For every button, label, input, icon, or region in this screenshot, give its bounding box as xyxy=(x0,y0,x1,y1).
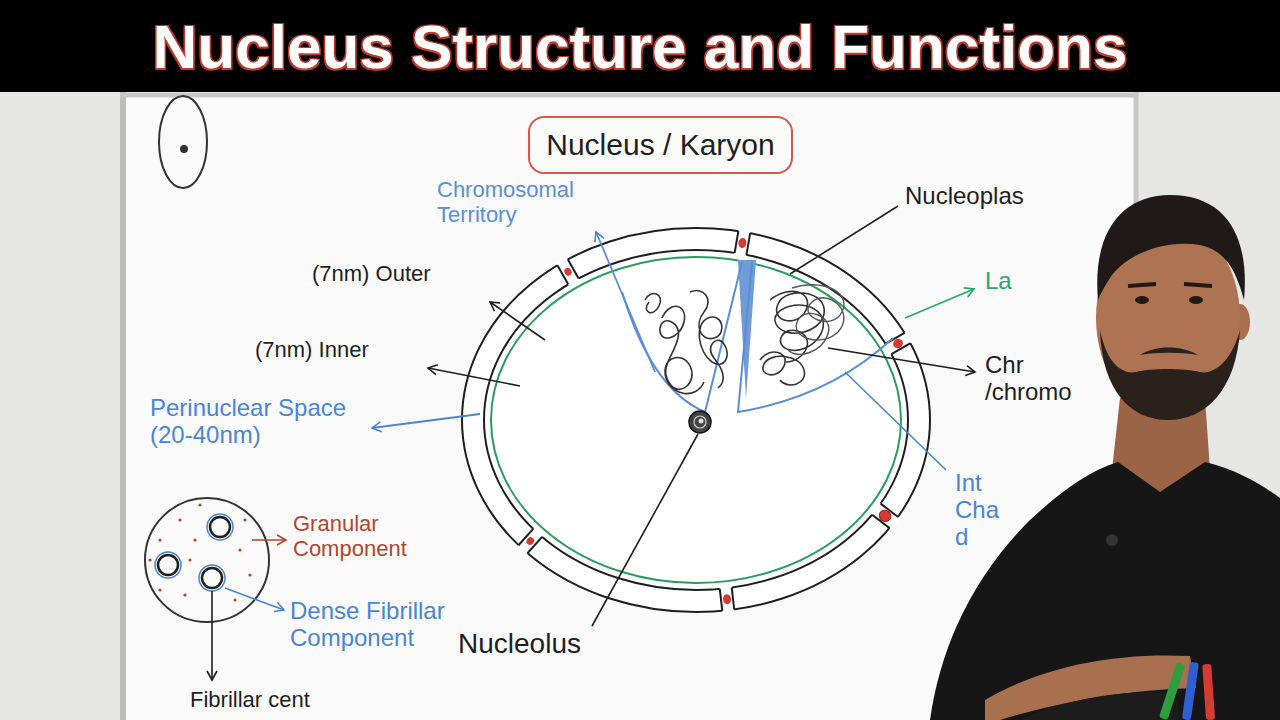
dense-fibrillar-ring xyxy=(199,565,225,591)
part-label: Dense Fibrillar Component xyxy=(290,598,460,652)
title-box: Nucleus / Karyon xyxy=(528,116,793,174)
leader-line xyxy=(596,232,655,372)
outer-membrane xyxy=(462,228,930,612)
leader-line xyxy=(372,414,480,428)
part-label: Chr /chromo xyxy=(985,352,1085,406)
leader-line xyxy=(905,289,974,318)
fibrillar-centre xyxy=(158,555,178,575)
leader-line xyxy=(845,372,946,470)
nuclear-lamina xyxy=(491,257,901,583)
leader-line xyxy=(211,591,213,680)
nuclear-pore xyxy=(556,257,580,287)
nucleolus-swirl xyxy=(694,416,706,428)
chromatin xyxy=(788,285,844,355)
dense-fibrillar-ring xyxy=(207,514,233,540)
part-label: (7nm) Outer xyxy=(312,262,431,287)
nuclear-pore xyxy=(719,585,734,614)
nuclear-pore xyxy=(870,502,901,530)
chromatin xyxy=(690,291,727,388)
part-label: (7nm) Inner xyxy=(255,338,369,363)
chromatin xyxy=(760,352,805,385)
cell-nucleus-dot xyxy=(180,145,188,153)
chromosome-territory xyxy=(738,262,893,412)
heading-text: Nucleus / Karyon xyxy=(546,128,774,162)
presenter xyxy=(930,195,1280,720)
banner-title: Nucleus Structure and Functions xyxy=(153,11,1128,82)
leader-line xyxy=(828,348,975,372)
part-label: Nucleolus xyxy=(458,628,581,659)
leader-line xyxy=(428,368,520,386)
cell-sketch xyxy=(159,96,207,188)
part-label: Perinuclear Space (20-40nm) xyxy=(150,395,365,449)
part-label: Granular Component xyxy=(293,512,443,561)
granules xyxy=(148,503,251,601)
part-label: Nucleoplas xyxy=(905,183,1024,210)
fibrillar-centre xyxy=(210,517,230,537)
leader-line xyxy=(790,206,898,274)
nucleolus xyxy=(689,411,711,433)
board-frame xyxy=(120,92,126,720)
inner-membrane xyxy=(484,250,908,590)
nuclear-pore xyxy=(516,527,544,556)
leader-line xyxy=(252,539,286,541)
dense-fibrillar-ring xyxy=(155,552,181,578)
part-label: La xyxy=(985,268,1012,295)
fibrillar-centre xyxy=(202,568,222,588)
part-label: Int Cha d xyxy=(955,470,1007,551)
board-frame xyxy=(120,93,1138,98)
nuclear-pore xyxy=(734,228,751,258)
leader-line xyxy=(490,302,545,340)
title-banner xyxy=(0,0,1280,92)
part-label: Fibrillar cent xyxy=(190,688,310,713)
nucleolus-detail xyxy=(145,498,269,622)
chromatin xyxy=(660,306,704,393)
title-bar: Nucleus Structure and Functions xyxy=(0,0,1280,92)
leader-line xyxy=(592,434,698,626)
chromatin xyxy=(645,293,660,312)
nucleolus-swirl xyxy=(699,419,704,424)
chromatin xyxy=(770,291,824,362)
leader-line xyxy=(225,588,284,610)
part-label: Chromosomal Territory xyxy=(437,178,587,227)
